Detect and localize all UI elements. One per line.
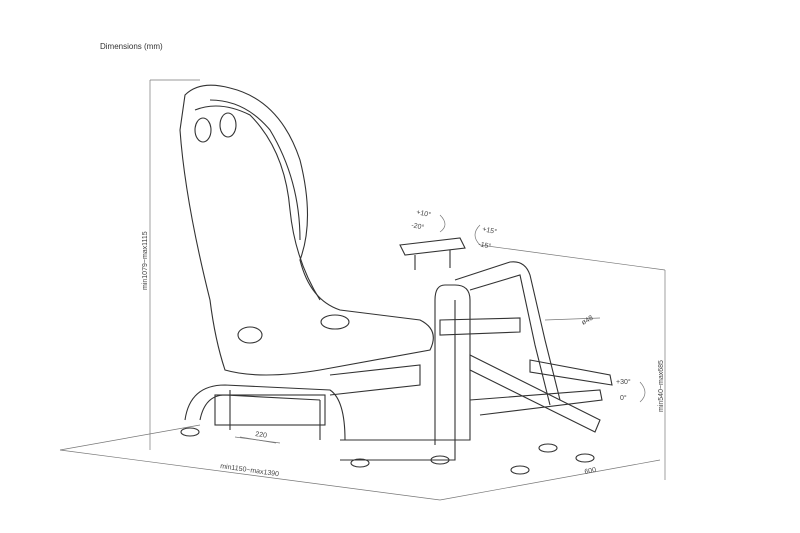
feet xyxy=(180,427,595,475)
label-length-range: min1150~max1390 xyxy=(220,463,280,478)
bucket-seat xyxy=(179,84,434,376)
cockpit-frame xyxy=(180,237,613,475)
label-pedal-height-range: min540~max685 xyxy=(658,360,665,412)
label-wheel-tilt-down: -20° xyxy=(411,221,425,232)
label-pedal-angle-min: 0° xyxy=(620,394,627,402)
label-width: 600 xyxy=(584,467,597,476)
diagram-title: Dimensions (mm) xyxy=(100,42,163,51)
label-pedal-angle-max: +30° xyxy=(616,378,631,386)
label-seat-slide: 220 xyxy=(255,431,268,440)
angle-arcs xyxy=(239,214,646,444)
label-wheel-tilt-up: +10° xyxy=(416,208,432,219)
dimension-lines xyxy=(59,79,666,501)
label-plate-rotation-neg: -15° xyxy=(478,240,492,251)
label-tube-diameter: ø48 xyxy=(581,315,595,327)
label-height-range: min1079~max1115 xyxy=(142,231,149,290)
label-plate-rotation-pos: +15° xyxy=(482,225,498,236)
